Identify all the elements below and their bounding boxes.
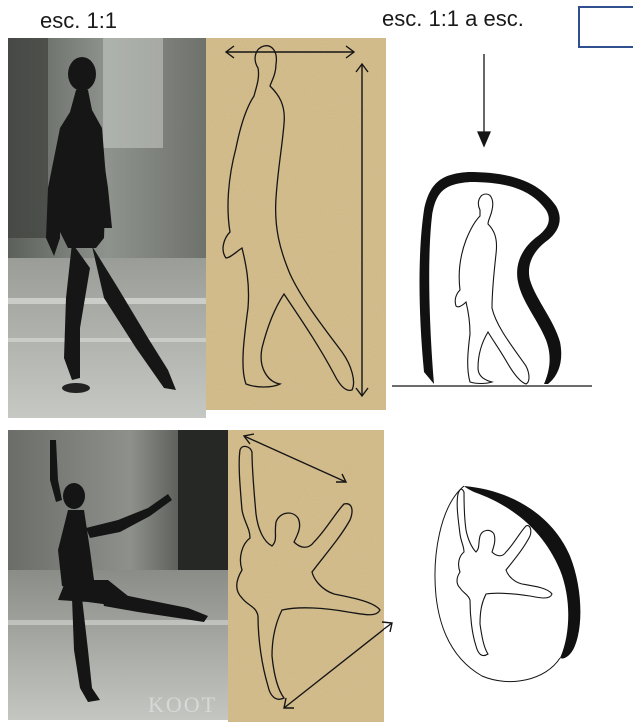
scale-label-left: esc. 1:1	[40, 8, 117, 34]
scale-value-box	[578, 6, 633, 48]
watermark-text: KOOT	[148, 692, 217, 717]
scale-label-right: esc. 1:1 a esc.	[382, 6, 524, 32]
photo-dancer-arabesque: KOOT	[8, 430, 230, 720]
paper-outline-arabesque	[228, 430, 384, 722]
photo-dancer-walking	[8, 38, 206, 418]
shell-figure-arabesque	[430, 476, 605, 686]
down-arrow-icon	[478, 54, 490, 146]
enclosure-shell	[420, 172, 562, 384]
shell-figure-walking	[388, 50, 633, 395]
paper-outline-walking	[206, 38, 386, 410]
outline-figure-small	[455, 194, 529, 384]
